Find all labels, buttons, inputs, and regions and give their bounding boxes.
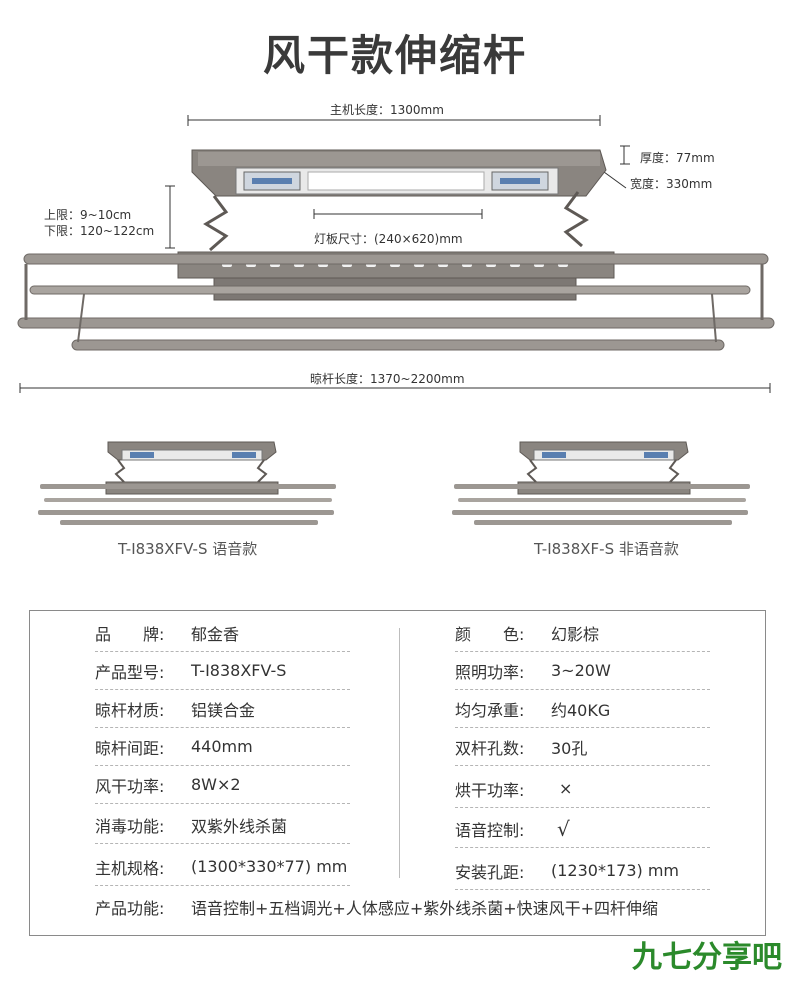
product-hero-illustration	[17, 115, 775, 393]
panel-size-label: 灯板尺寸：(240×620)mm	[314, 232, 463, 246]
spec-row-mount-spacing: 安装孔距:(1230*173) mm	[455, 852, 710, 890]
spec-row-host-size: 主机规格:(1300*330*77) mm	[95, 848, 350, 886]
variant-nonvoice-illustration	[452, 441, 750, 525]
spec-row-fan-power: 风干功率:8W×2	[95, 766, 350, 804]
spec-divider	[399, 628, 400, 878]
width-label: 宽度：330mm	[630, 177, 713, 191]
lower-limit-label: 下限：120~122cm	[44, 224, 155, 238]
spec-row-load: 均匀承重:约40KG	[455, 690, 710, 728]
spec-row-disinfection: 消毒功能:双紫外线杀菌	[95, 806, 350, 844]
spec-row-holes: 双杆孔数:30孔	[455, 728, 710, 766]
spec-row-dry-power: 烘干功率:×	[455, 770, 710, 808]
watermark-logo: 九七分享吧	[632, 940, 782, 975]
spec-row-functions: 产品功能:语音控制+五档调光+人体感应+紫外线杀菌+快速风干+四杆伸缩	[95, 899, 659, 918]
variant-voice-illustration	[38, 441, 336, 525]
variant-voice-label: T-I838XFV-S 语音款	[118, 540, 258, 558]
spec-table	[29, 610, 766, 936]
upper-limit-label: 上限：9~10cm	[44, 208, 132, 222]
variant-nonvoice-label: T-I838XF-S 非语音款	[534, 540, 679, 558]
spec-row-brand: 品 牌:郁金香	[95, 614, 350, 652]
page-title: 风干款伸缩杆	[262, 31, 527, 80]
rod-length-label: 晾杆长度：1370~2200mm	[310, 372, 465, 386]
thickness-label: 厚度：77mm	[640, 151, 715, 165]
spec-row-rod-spacing: 晾杆间距:440mm	[95, 728, 350, 766]
host-length-label: 主机长度：1300mm	[330, 103, 444, 117]
spec-row-voice: 语音控制:√	[455, 810, 710, 848]
spec-row-model: 产品型号:T-I838XFV-S	[95, 652, 350, 690]
spec-row-light-power: 照明功率:3~20W	[455, 652, 710, 690]
spec-row-color: 颜 色:幻影棕	[455, 614, 710, 652]
spec-row-material: 晾杆材质:铝镁合金	[95, 690, 350, 728]
